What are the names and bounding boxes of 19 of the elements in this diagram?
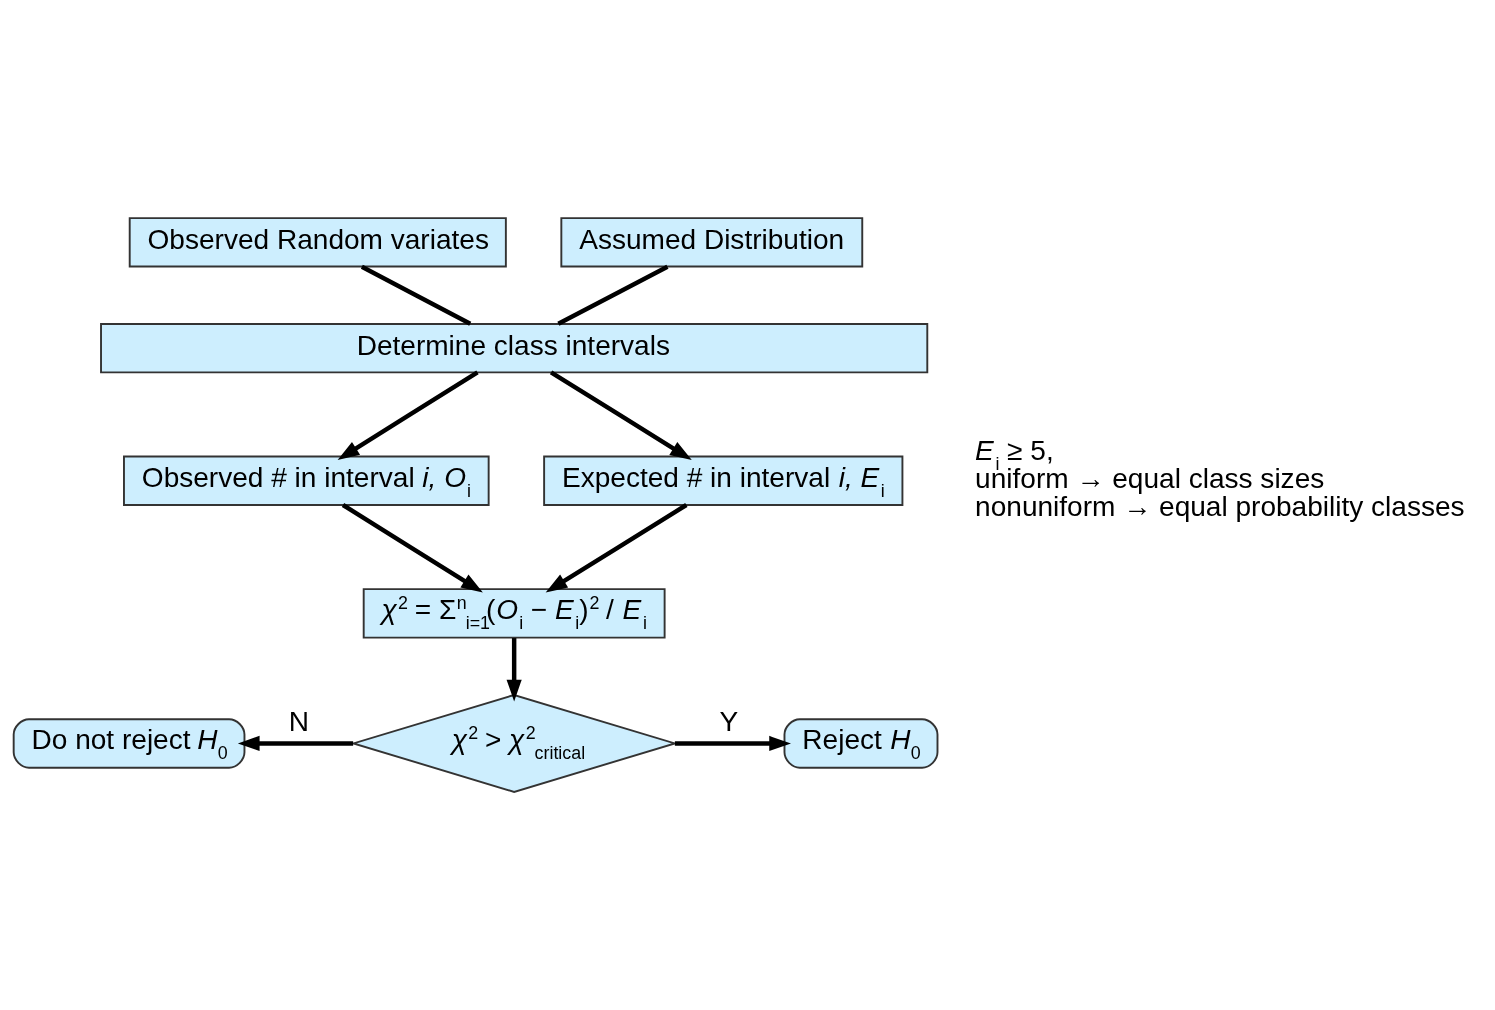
node-box: Assumed Distribution xyxy=(560,217,864,268)
node-box: Reject H$_{0}$ xyxy=(783,718,939,769)
arrow xyxy=(237,735,354,752)
arrow xyxy=(674,735,791,752)
node-box: χ$^{2}$ = Σ$^{n}$$_{i=1}$(O$_{i}$ − E$_{i}$)$^{2}$ / E$_{i}$ xyxy=(362,588,666,639)
connector xyxy=(360,264,472,326)
connector xyxy=(557,264,669,326)
node-box: Expected # in interval i, E$_{i}$ xyxy=(543,455,904,506)
node-box: Observed # in interval i, O$_{i}$ xyxy=(123,455,490,506)
node-box: Observed Random variates xyxy=(128,217,507,268)
arrow xyxy=(506,638,522,702)
arrow xyxy=(545,503,688,593)
arrow xyxy=(337,370,479,460)
arrow xyxy=(549,370,692,460)
node-box: Determine class intervals xyxy=(100,322,929,374)
edge-label: N xyxy=(288,706,310,738)
arrow xyxy=(341,503,483,593)
node-box: Do not reject H$_{0}$ xyxy=(12,718,246,769)
edge-label: Y xyxy=(719,706,739,738)
